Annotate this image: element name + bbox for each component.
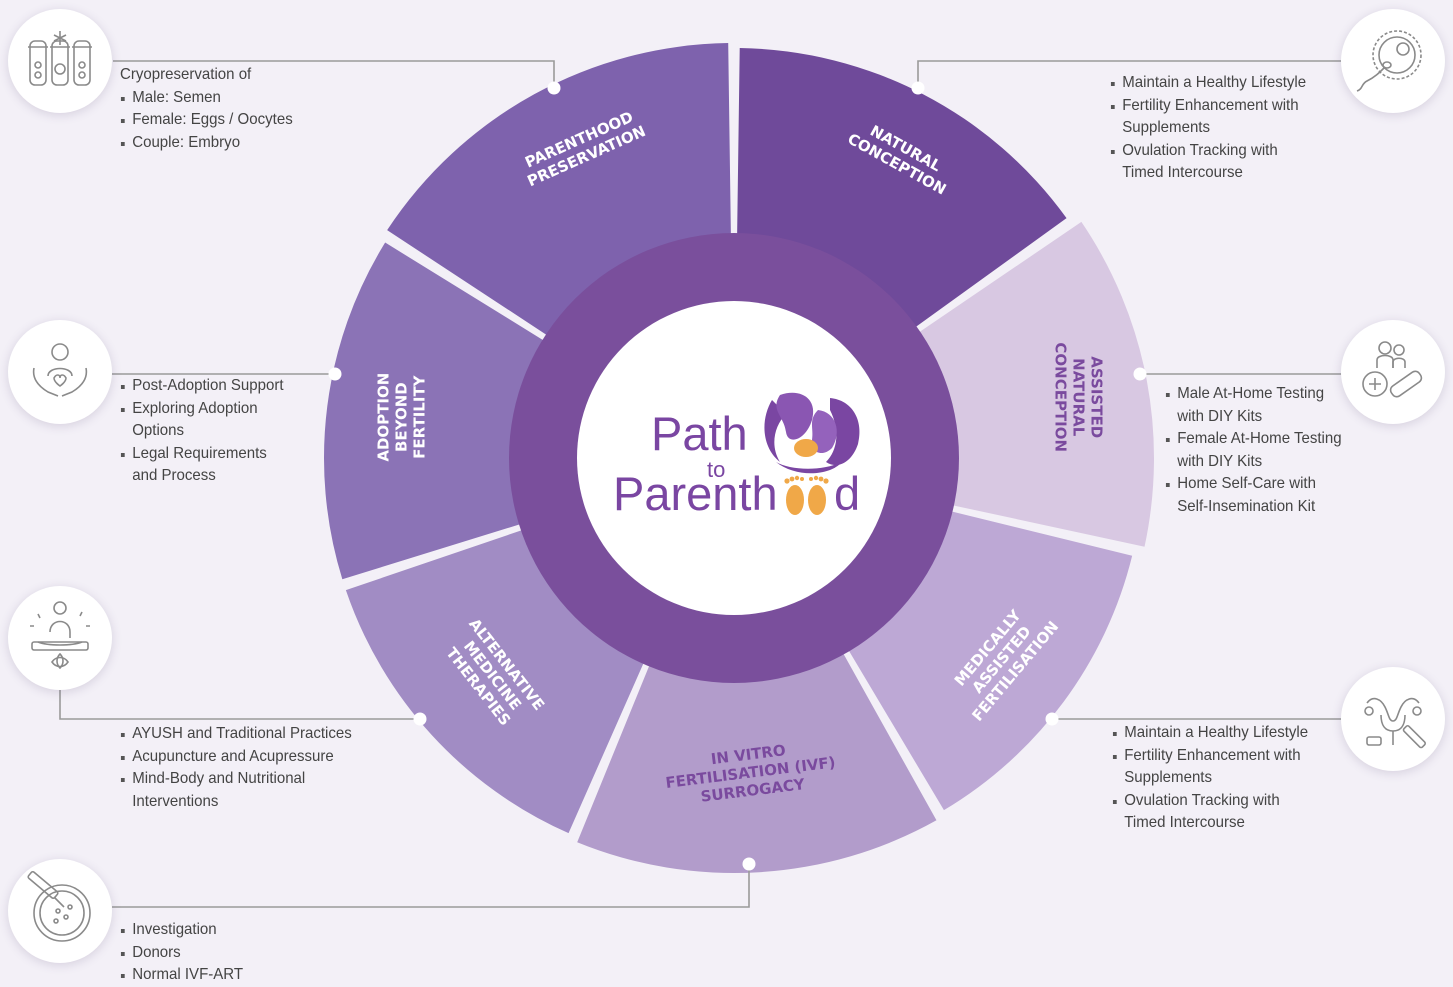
logo-word-parenth: Parenth: [613, 467, 778, 520]
segment-ivf-surrogacy: [577, 648, 937, 873]
list-item: Fertility Enhancement with Supplements: [1112, 745, 1321, 790]
list-item: Male At-Home Testing with DIY Kits: [1165, 383, 1342, 428]
connector-dot: [413, 712, 427, 726]
ivf-info-list: Investigation Donors Normal IVF-ART: [120, 919, 243, 987]
list-item: Female: Eggs / Oocytes: [120, 109, 293, 132]
connector-dots: [328, 81, 1147, 871]
list-item: Ovulation Tracking with Timed Intercours…: [1112, 790, 1321, 835]
path-to-parenthood-logo: Path to Parenth d: [613, 392, 860, 520]
list-item: Home Self-Care with Self-Insemination Ki…: [1165, 473, 1342, 518]
list-item: Maintain a Healthy Lifestyle: [1112, 722, 1321, 745]
list-item: Investigation: [120, 919, 243, 942]
list-item: Post-Adoption Support: [120, 375, 295, 398]
center-logo-circle: [577, 301, 891, 615]
list-item: Normal IVF-ART: [120, 964, 243, 987]
list-item: AYUSH and Traditional Practices: [120, 723, 364, 746]
footprints-icon: [784, 475, 829, 515]
logo-word-path: Path: [651, 407, 748, 460]
family-silhouette-icon: [764, 392, 860, 474]
list-item: Fertility Enhancement with Supplements: [1110, 95, 1319, 140]
meditation-lotus-icon: [8, 586, 112, 690]
connector-dot: [1133, 367, 1147, 381]
list-item: Mind-Body and Nutritional Interventions: [120, 768, 364, 813]
preservation-info-heading: Cryopreservation of: [120, 66, 252, 83]
uterus-syringe-icon: [1341, 667, 1445, 771]
list-item: Male: Semen: [120, 87, 293, 110]
hands-holding-child-icon: [8, 320, 112, 424]
preservation-info-list: Cryopreservation of Male: Semen Female: …: [120, 64, 293, 154]
list-item: Female At-Home Testing with DIY Kits: [1165, 428, 1342, 473]
adoption-info-list: Post-Adoption Support Exploring Adoption…: [120, 375, 295, 488]
list-item: Acupuncture and Acupressure: [120, 746, 364, 769]
list-item: Donors: [120, 942, 243, 965]
connector-dot: [1045, 712, 1059, 726]
list-item: Legal Requirements and Process: [120, 443, 295, 488]
list-item: Ovulation Tracking with Timed Intercours…: [1110, 140, 1319, 185]
segment-adoption-beyond-fertility: [323, 242, 549, 580]
segment-label-ivf-surrogacy: IN VITROFERTILISATION (IVF)SURROGACY: [662, 735, 838, 809]
alternative-medicine-info-list: AYUSH and Traditional Practices Acupunct…: [120, 723, 364, 813]
egg-sperm-icon: [1341, 9, 1445, 113]
connector-dot: [911, 81, 925, 95]
connector-dot: [742, 857, 756, 871]
list-item: Exploring Adoption Options: [120, 398, 295, 443]
medically-assisted-info-list: Maintain a Healthy Lifestyle Fertility E…: [1112, 722, 1321, 835]
connector-dot: [547, 81, 561, 95]
segment-label-assisted-natural-conception: ASSISTEDNATURALCONCEPTION: [1052, 342, 1106, 452]
list-item: Couple: Embryo: [120, 132, 293, 155]
list-item: Maintain a Healthy Lifestyle: [1110, 72, 1319, 95]
assisted-natural-info-list: Male At-Home Testing with DIY Kits Femal…: [1165, 383, 1342, 518]
connector-dot: [328, 367, 342, 381]
segment-label-adoption-beyond-fertility: ADOPTIONBEYONDFERTILITY: [374, 373, 428, 462]
logo-word-to: to: [707, 457, 725, 482]
segment-assisted-natural-conception: [914, 221, 1155, 547]
petri-dish-injection-icon: [8, 859, 112, 963]
segment-parenthood-preservation: [387, 43, 731, 339]
couple-test-kit-icon: [1341, 320, 1445, 424]
natural-conception-info-list: Maintain a Healthy Lifestyle Fertility E…: [1110, 72, 1319, 185]
segment-natural-conception: [737, 48, 1067, 331]
cryopreservation-tubes-icon: [8, 9, 112, 113]
logo-word-end: d: [834, 467, 860, 520]
